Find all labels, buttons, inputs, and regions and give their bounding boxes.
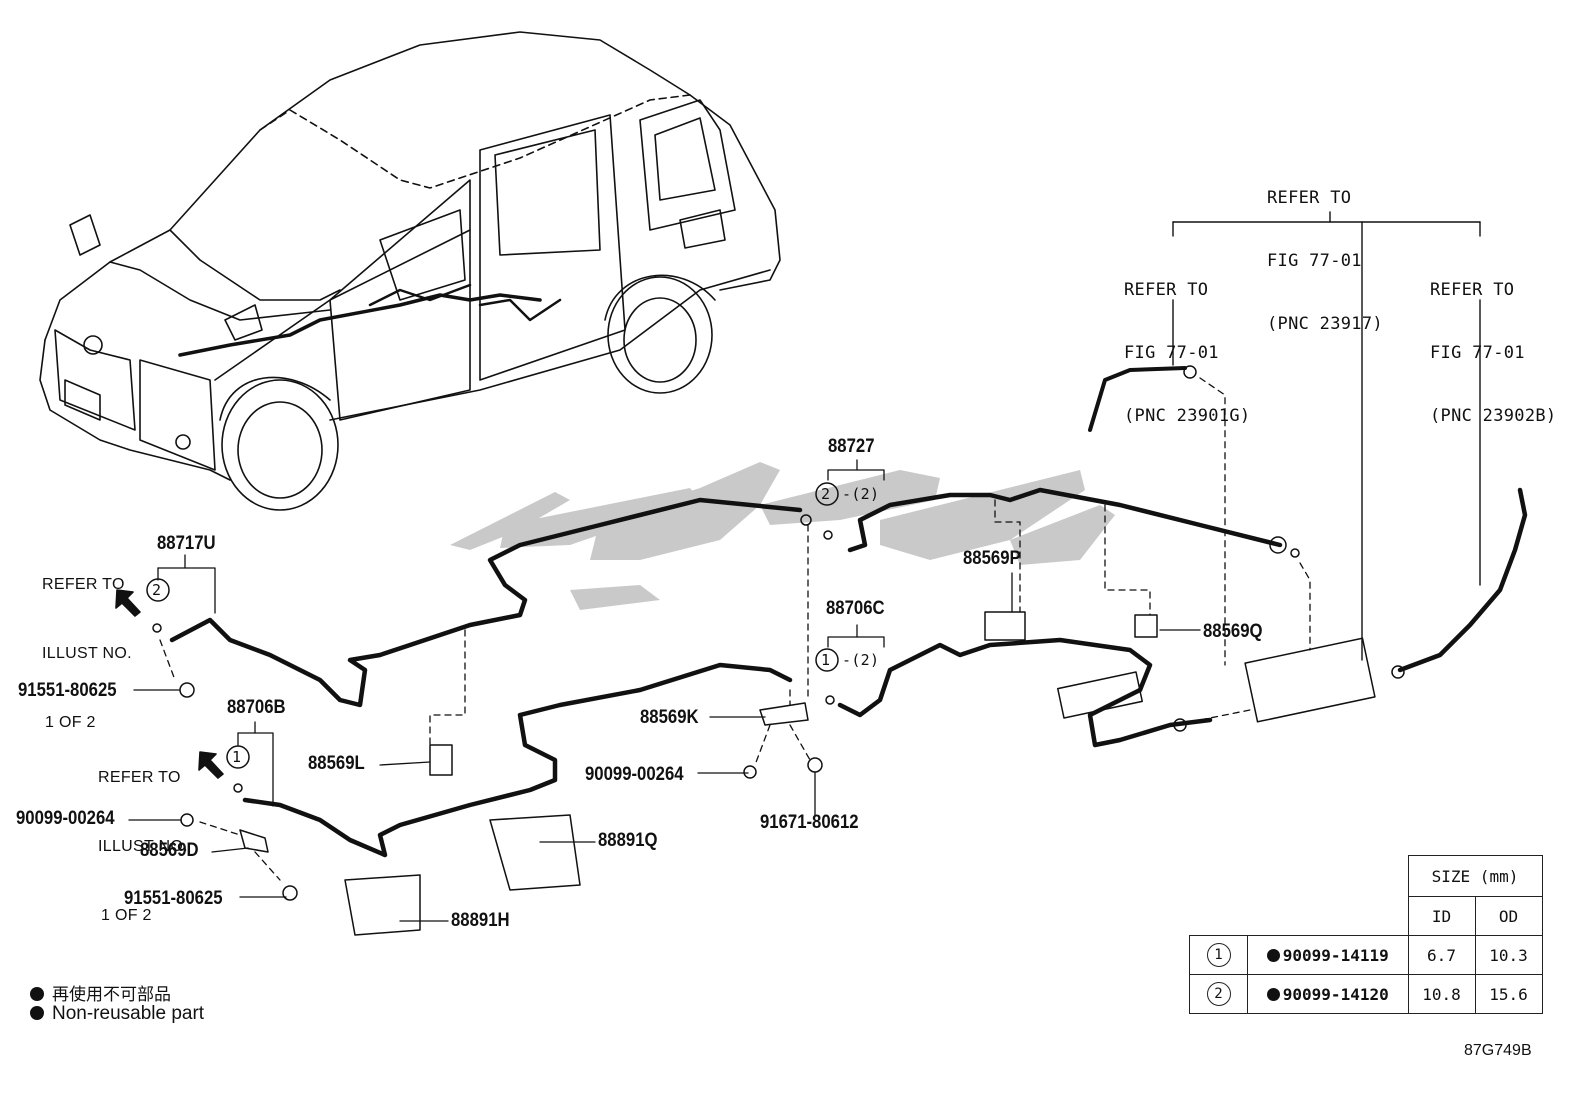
- size-table-col-id: ID: [1407, 896, 1476, 936]
- part-88569P[interactable]: 88569P: [963, 548, 1021, 569]
- refer-illust-a-line3: 1 OF 2: [45, 714, 96, 731]
- callout-88706C-qty: -(2): [842, 651, 880, 669]
- part-90099-00264-a[interactable]: 90099-00264: [585, 764, 684, 785]
- refer-illust-b-line3: 1 OF 2: [101, 907, 152, 924]
- part-88569K[interactable]: 88569K: [640, 707, 699, 728]
- refer-left: REFER TO FIG 77-01 (PNC 23901G): [1124, 238, 1250, 448]
- non-reusable-dot-icon: [1266, 948, 1280, 962]
- refer-right: REFER TO FIG 77-01 (PNC 23902B): [1430, 238, 1556, 448]
- refer-illust-a: REFER TO ILLUST NO. 1 OF 2: [42, 527, 132, 757]
- part-88569Q[interactable]: 88569Q: [1203, 621, 1263, 642]
- size-table-header: SIZE (mm): [1407, 855, 1543, 897]
- figure-code: 87G749B: [1464, 1042, 1532, 1059]
- table-row: 2 90099-14120 10.8 15.6: [1189, 974, 1543, 1014]
- refer-tree-lines: [1172, 211, 1481, 661]
- part-88891Q[interactable]: 88891Q: [598, 830, 658, 851]
- pipe-88706B: [242, 662, 793, 858]
- part-88727[interactable]: 88727: [828, 436, 875, 457]
- refer-top-line1: REFER TO: [1267, 188, 1352, 208]
- components: [152, 365, 1405, 936]
- callout-88727-qty: -(2): [842, 485, 880, 503]
- callout-88706C-num: 1: [821, 651, 831, 669]
- callout-88727-num: 2: [821, 485, 831, 503]
- bullet-icon: [30, 1006, 44, 1020]
- part-88706B[interactable]: 88706B: [227, 697, 286, 718]
- refer-top-line2: FIG 77-01: [1267, 251, 1362, 271]
- part-88569L[interactable]: 88569L: [308, 753, 365, 774]
- refer-left-line3: (PNC 23901G): [1124, 406, 1251, 426]
- legend-en-text: Non-reusable part: [52, 1003, 205, 1024]
- non-reusable-dot-icon: [1266, 987, 1280, 1001]
- legend-jp: 再使用不可部品: [30, 980, 171, 1005]
- pipe-88706C: [837, 637, 1213, 748]
- size-table-col-od: OD: [1474, 896, 1543, 936]
- legend-jp-text: 再使用不可部品: [52, 985, 171, 1004]
- part-88569D[interactable]: 88569D: [140, 840, 199, 861]
- refer-left-line1: REFER TO: [1124, 280, 1209, 300]
- part-88706C[interactable]: 88706C: [826, 598, 885, 619]
- pipe-88727: [847, 487, 1283, 553]
- part-88717U[interactable]: 88717U: [157, 533, 216, 554]
- part-88891H[interactable]: 88891H: [451, 910, 510, 931]
- legend-en: Non-reusable part: [30, 1003, 204, 1025]
- pipe-refer-right: [1397, 487, 1528, 673]
- refer-illust-b-line2: ILLUST NO.: [98, 838, 188, 855]
- part-91551-80625-a[interactable]: 91551-80625: [18, 680, 117, 701]
- refer-illust-b-line1: REFER TO: [98, 769, 181, 786]
- row-id: 6.7: [1407, 935, 1476, 975]
- refer-top: REFER TO FIG 77-01 (PNC 23917): [1267, 146, 1383, 356]
- refer-right-line2: FIG 77-01: [1430, 343, 1525, 363]
- dashed-relations: [159, 377, 1311, 881]
- size-table: SIZE (mm) ID OD 1 90099-14119 6.7 10.3 2…: [1189, 855, 1543, 1014]
- row-part[interactable]: 90099-14120: [1282, 984, 1389, 1004]
- refer-illust-a-line1: REFER TO: [42, 576, 125, 593]
- refer-illust-a-line2: ILLUST NO.: [42, 645, 132, 662]
- row-part[interactable]: 90099-14119: [1282, 945, 1389, 965]
- part-91551-80625-b[interactable]: 91551-80625: [124, 888, 223, 909]
- refer-top-line3: (PNC 23917): [1267, 314, 1383, 334]
- arrow-icons: [115, 589, 224, 779]
- pipe-88717U: [169, 497, 803, 708]
- leader-lines: [128, 459, 1201, 922]
- callout-88706B-num: 1: [232, 748, 242, 766]
- row-num-circle: 1: [1206, 943, 1231, 967]
- pipe-refer-left: [1088, 366, 1187, 432]
- callout-circles: [146, 482, 839, 769]
- row-od: 15.6: [1474, 974, 1543, 1014]
- refer-right-line3: (PNC 23902B): [1430, 406, 1557, 426]
- bullet-icon: [30, 987, 44, 1001]
- row-num-circle: 2: [1206, 982, 1231, 1006]
- table-row: 1 90099-14119 6.7 10.3: [1189, 935, 1543, 975]
- refer-right-line1: REFER TO: [1430, 280, 1515, 300]
- refer-left-line2: FIG 77-01: [1124, 343, 1219, 363]
- vehicle-illustration: [39, 31, 781, 511]
- part-90099-00264-b[interactable]: 90099-00264: [16, 808, 115, 829]
- row-id: 10.8: [1407, 974, 1476, 1014]
- row-od: 10.3: [1474, 935, 1543, 975]
- refer-illust-b: REFER TO ILLUST NO. 1 OF 2: [98, 720, 188, 950]
- part-91671-80612[interactable]: 91671-80612: [760, 812, 859, 833]
- callout-88717U-num: 2: [152, 581, 162, 599]
